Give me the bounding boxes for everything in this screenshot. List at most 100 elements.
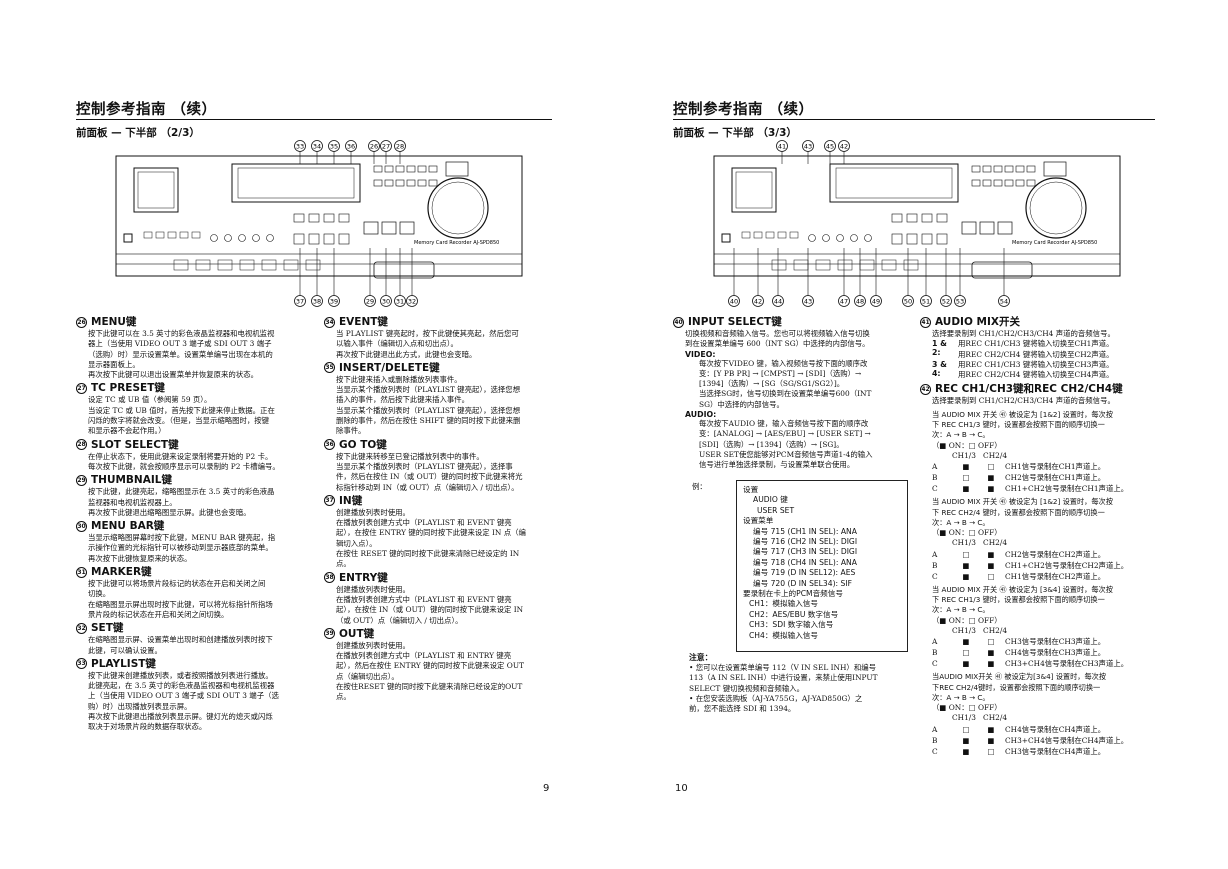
panel-key	[982, 179, 992, 187]
panel-key	[323, 233, 335, 245]
rec-table-head: CH1/3 CH2/4	[952, 625, 1008, 635]
switch	[903, 259, 919, 271]
callout-number: 36	[347, 142, 355, 150]
section-title-text: SET键	[91, 622, 124, 635]
panel-key	[191, 231, 201, 239]
level-knob	[224, 234, 232, 242]
lcd-monitor	[133, 167, 179, 213]
callout-number: 42	[754, 297, 762, 305]
section-title-text: GO TO键	[339, 438, 387, 451]
jog-dial	[1025, 177, 1087, 239]
panel-key	[417, 165, 427, 173]
callout-number: 30	[382, 297, 390, 305]
brand-label: Memory Card Recorder AJ-SPD850	[414, 240, 499, 246]
panel-key	[936, 213, 948, 223]
rec-lead: 当 AUDIO MIX 开关 ㊶ 被设定为 [3&4] 设置时，每次按 下 RE…	[932, 584, 1113, 615]
mix-row-text: 用REC CH1/CH3 键将输入切换至CH3声道。 用REC CH2/CH4 …	[958, 359, 1114, 380]
display-panel	[231, 163, 361, 203]
switch	[283, 259, 299, 271]
section-body: 当显示缩略图屏幕时按下此键，MENU BAR 键亮起，指 示操作位置的光标指针可…	[88, 533, 276, 563]
example-line: AUDIO 键	[753, 495, 788, 505]
section-title-text: OUT键	[339, 627, 375, 640]
table-row: B■■CH1+CH2信号录制在CH2声道上。	[932, 560, 1131, 571]
example-line: CH1：模拟输入信号	[749, 599, 818, 609]
panel-key	[971, 179, 981, 187]
page-title: 控制参考指南 （续）	[76, 102, 217, 118]
example-line: 编号 720 (D IN SEL34): SIF	[753, 578, 852, 588]
callout-circle	[364, 295, 376, 307]
table-cell: CH2信号录制在CH1声道上。	[1005, 473, 1106, 483]
callout-number: 54	[1000, 297, 1008, 305]
callout-number: 41	[778, 142, 786, 150]
headphone-jack	[123, 233, 133, 243]
section-title-text: MARKER键	[91, 566, 152, 579]
panel-key	[395, 165, 405, 173]
example-line: 编号 715 (CH1 IN SEL): ANA	[753, 526, 857, 536]
rec-table-head: CH1/3 CH2/4	[952, 713, 1008, 723]
brand-label: Memory Card Recorder AJ-SPD850	[1012, 240, 1097, 246]
table-cell: ■	[987, 560, 995, 570]
table-cell: CH2信号录制在CH2声道上。	[1005, 549, 1106, 559]
callout-number: 43	[804, 142, 812, 150]
callout-circle	[870, 295, 882, 307]
video-body: 每次按下VIDEO 键，输入视频信号按下面的顺序改 变：[Y PB PR] → …	[699, 358, 872, 409]
panel-key	[982, 165, 992, 173]
callout-number: 53	[956, 297, 964, 305]
panel-key	[406, 165, 416, 173]
table-cell: ■	[962, 735, 970, 745]
rec-table-head: CH1/3 CH2/4	[952, 538, 1008, 548]
table-cell: CH1+CH2信号录制在CH2声道上。	[1005, 560, 1129, 570]
rec-legend: （■ ON：□ OFF）	[932, 440, 1002, 450]
panel-key	[1026, 165, 1036, 173]
panel-key	[906, 233, 918, 245]
table-cell: ■	[987, 735, 995, 745]
section-number: 33	[76, 658, 87, 670]
section-body: 当 PLAYLIST 键亮起时，按下此键使其亮起，然后您可 以输入事件（编辑切入…	[336, 329, 519, 359]
panel-key	[993, 179, 1003, 187]
table-row: C■■CH3+CH4信号录制在CH3声道上。	[932, 658, 1131, 669]
level-knob	[822, 234, 830, 242]
section-body: 创建播放列表时使用。 在播放列表创建方式中（PLAYLIST 和 ENTRY 键…	[336, 640, 524, 702]
rec-table: A■□CH1信号录制在CH1声道上。B□■CH2信号录制在CH1声道上。C■■C…	[932, 461, 1131, 494]
section-number: 42	[920, 383, 931, 395]
table-cell: A	[932, 724, 938, 734]
display-screen	[237, 167, 355, 199]
table-cell: □	[987, 746, 995, 756]
switch	[305, 259, 321, 271]
table-cell: A	[932, 549, 938, 559]
switch	[793, 259, 809, 271]
panel-key	[891, 213, 903, 223]
meter-box	[1043, 161, 1067, 177]
example-line: 编号 719 (D IN SEL12): AES	[753, 568, 856, 578]
table-cell: CH3+CH4信号录制在CH4声道上。	[1005, 735, 1129, 745]
table-cell: CH1+CH2信号录制在CH1声道上。	[1005, 484, 1129, 494]
section-title-text: MENU BAR键	[91, 520, 165, 533]
callout-number: 39	[330, 297, 338, 305]
section-title-text: EVENT键	[339, 316, 388, 328]
callout-circle	[345, 140, 357, 152]
section-number: 38	[324, 572, 335, 584]
rec-lead: 当 AUDIO MIX 开关 ㊶ 被设定为 [1&2] 设置时，每次按 下 RE…	[932, 409, 1113, 440]
callout-circle	[776, 140, 788, 152]
panel-key	[891, 233, 903, 245]
table-cell: C	[932, 484, 938, 494]
table-cell: □	[987, 571, 995, 581]
panel-key	[428, 179, 438, 187]
table-cell: ■	[987, 473, 995, 483]
rec-table: A□■CH2信号录制在CH2声道上。B■■CH1+CH2信号录制在CH2声道上。…	[932, 549, 1131, 582]
switch	[239, 259, 255, 271]
panel-key	[906, 213, 918, 223]
